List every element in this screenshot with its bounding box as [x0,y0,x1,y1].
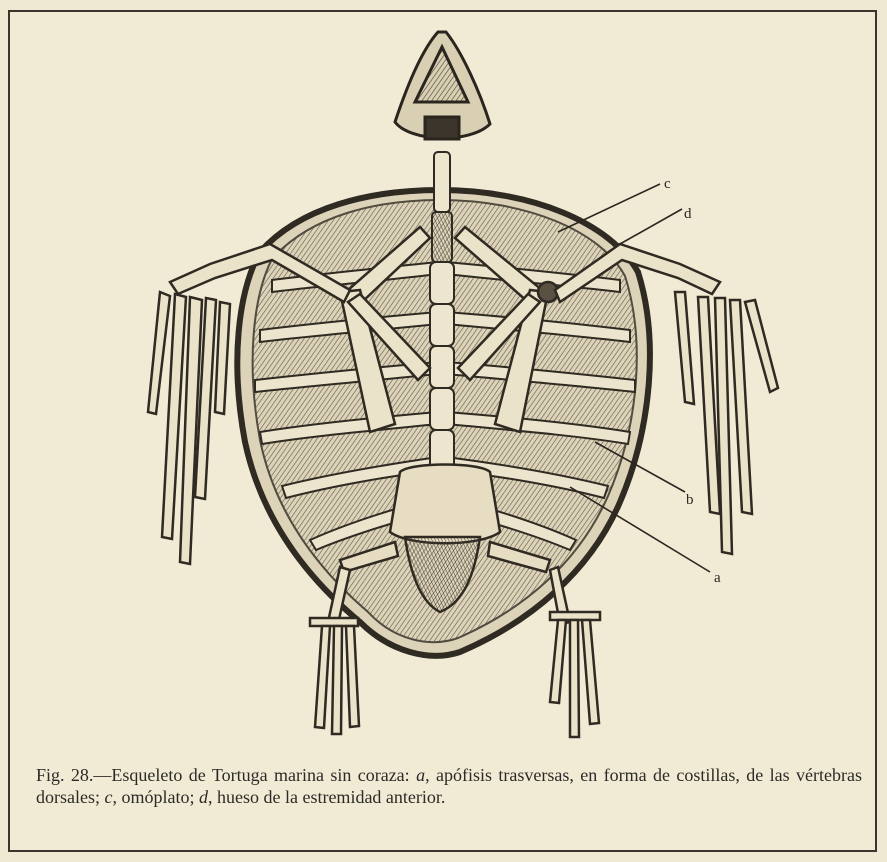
caption-dash: — [93,765,111,785]
skull [395,32,490,139]
caption-letter-a: a [416,765,425,785]
figure-frame: c d b a Fig. 28.—Esqueleto de Tortuga ma… [8,10,877,852]
vertebral-column [430,152,454,472]
caption-text-3: , omóplato; [112,787,199,807]
label-c: c [664,176,671,192]
caption-letter-d: d [199,787,208,807]
caption-text-1: Esqueleto de Tortuga marina sin coraza: [111,765,416,785]
label-b: b [686,492,694,508]
label-d: d [684,206,692,222]
figure-caption: Fig. 28.—Esqueleto de Tortuga marina sin… [36,764,862,808]
caption-text-4: , hueso de la estremidad anterior. [208,787,445,807]
caption-fig-number: Fig. 28. [36,765,93,785]
skeleton-illustration: c d b a [10,12,875,752]
label-a: a [714,570,721,586]
